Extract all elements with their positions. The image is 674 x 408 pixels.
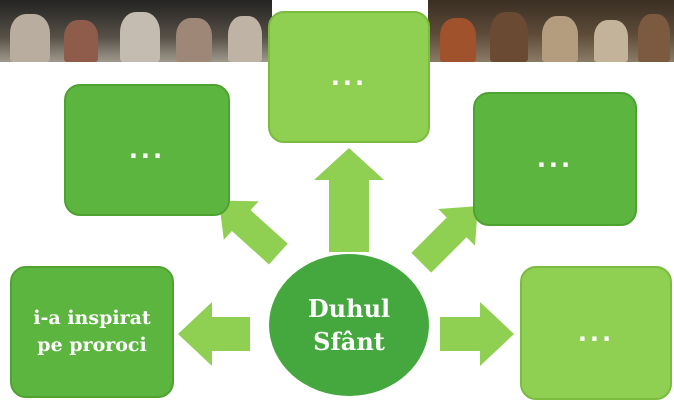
arrow-up-left <box>218 200 288 265</box>
box-lower-left-line2: pe proroci <box>37 334 147 356</box>
center-circle: Duhul Sfânt <box>269 254 429 396</box>
arrow-left <box>178 302 250 366</box>
center-line2: Sfânt <box>313 327 385 356</box>
box-lower-right-text: ... <box>577 319 615 347</box>
box-upper-right: ... <box>473 92 637 226</box>
box-lower-left-line1: i-a inspirat <box>33 307 151 329</box>
box-lower-left: i-a inspirat pe proroci <box>10 266 174 398</box>
arrow-right <box>440 302 514 366</box>
box-top-text: ... <box>330 63 368 91</box>
illustration-photo-left <box>0 0 272 62</box>
box-lower-right: ... <box>520 266 672 400</box>
box-upper-left: ... <box>64 84 230 216</box>
center-line1: Duhul <box>307 294 391 323</box>
arrow-up <box>314 148 384 252</box>
arrow-up-right <box>411 206 478 273</box>
box-upper-right-text: ... <box>536 145 574 173</box>
box-top: ... <box>268 11 430 143</box>
box-upper-left-text: ... <box>128 136 166 164</box>
illustration-photo-right <box>428 0 674 62</box>
